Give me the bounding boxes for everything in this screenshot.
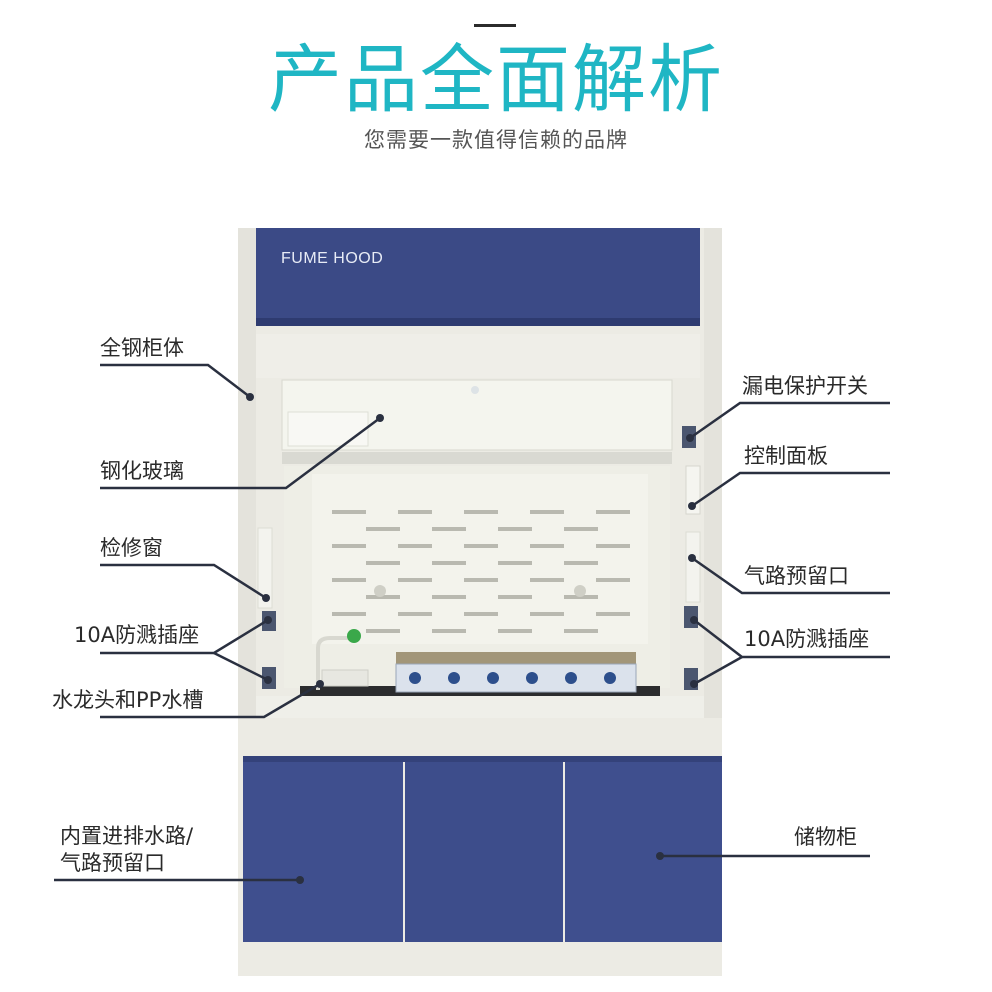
baffle-slot xyxy=(530,510,564,514)
plate-tops xyxy=(396,652,636,666)
label-steel-body: 全钢柜体 xyxy=(100,336,184,360)
header-decoration-bar xyxy=(474,24,516,27)
lower-band xyxy=(238,718,722,754)
service-window-panel xyxy=(257,527,273,609)
heating-plates xyxy=(395,652,637,693)
brand-panel-text: FUME HOOD xyxy=(281,250,383,267)
baffle-slot xyxy=(398,510,432,514)
cabinet-top-edge xyxy=(243,756,722,762)
brand-panel xyxy=(256,228,700,324)
baffle-slot xyxy=(432,629,466,633)
callout-glass xyxy=(100,416,381,490)
label-service-window: 检修窗 xyxy=(100,536,163,560)
baffle-slot xyxy=(596,544,630,548)
worktop-edge xyxy=(256,696,704,718)
baffle-slot xyxy=(464,510,498,514)
label-control-panel: 控制面板 xyxy=(744,444,828,468)
baffle-slot xyxy=(564,629,598,633)
ceiling-light-icon xyxy=(471,386,479,394)
callout-faucet xyxy=(100,682,321,719)
label-plumbing-line1: 内置进排水路/ xyxy=(60,824,194,848)
callout-socket-left-lower xyxy=(213,651,269,682)
cabinet-base xyxy=(238,942,722,976)
cabinet-door-right xyxy=(565,756,722,942)
plate-knob-icon xyxy=(448,672,460,684)
callout-control-panel xyxy=(691,471,890,508)
baffle-slot xyxy=(332,510,366,514)
baffle-panel xyxy=(312,474,648,644)
callout-lines xyxy=(54,363,890,882)
baffle-slot xyxy=(332,544,366,548)
glass-vent-grille xyxy=(287,411,369,447)
baffle-slot xyxy=(596,578,630,582)
label-socket-right: 10A防溅插座 xyxy=(744,627,870,651)
callout-leakage-switch xyxy=(689,401,890,440)
brand-panel-shadow xyxy=(256,318,700,326)
pp-sink xyxy=(321,669,369,687)
cabinet-door-left xyxy=(243,756,403,942)
baffle-slot xyxy=(464,612,498,616)
cabinet-door-middle xyxy=(405,756,563,942)
baffle-slot xyxy=(366,527,400,531)
plate-controls xyxy=(395,663,637,693)
baffle-slot xyxy=(530,544,564,548)
plate-knob-icon xyxy=(565,672,577,684)
baffle-slot xyxy=(464,578,498,582)
plate-knob-icon xyxy=(409,672,421,684)
baffle-slot xyxy=(530,612,564,616)
faucet-valve-icon xyxy=(347,629,361,643)
label-storage-cabinet: 储物柜 xyxy=(794,825,857,849)
baffle-port-right-icon xyxy=(574,585,586,597)
baffle-slot xyxy=(498,561,532,565)
baffle-slot xyxy=(366,629,400,633)
label-leakage-switch: 漏电保护开关 xyxy=(742,374,868,398)
faucet-icon xyxy=(316,636,352,690)
baffle-slot xyxy=(564,527,598,531)
plate-knob-icon xyxy=(604,672,616,684)
baffle-slot xyxy=(530,578,564,582)
page-title: 产品全面解析 xyxy=(268,37,724,123)
baffle-slots xyxy=(332,510,630,633)
baffle-slot xyxy=(464,544,498,548)
callout-service-window xyxy=(100,563,267,600)
baffle-slot xyxy=(498,595,532,599)
baffle-slot xyxy=(596,510,630,514)
label-plumbing-line2: 气路预留口 xyxy=(60,851,165,875)
baffle-slot xyxy=(398,578,432,582)
page-subtitle: 您需要一款值得信赖的品牌 xyxy=(364,128,628,152)
baffle-slot xyxy=(432,595,466,599)
baffle-slot xyxy=(332,578,366,582)
label-tempered-glass: 钢化玻璃 xyxy=(100,459,184,483)
label-gas-port: 气路预留口 xyxy=(744,564,849,588)
baffle-slot xyxy=(398,544,432,548)
callout-dots xyxy=(246,393,698,884)
baffle-slot xyxy=(366,595,400,599)
baffle-slot xyxy=(498,629,532,633)
gas-port-panel xyxy=(685,531,701,603)
sash-frame-top xyxy=(256,334,700,378)
plate-knob-icon xyxy=(487,672,499,684)
baffle-slot xyxy=(564,595,598,599)
baffle-port-left-icon xyxy=(374,585,386,597)
callout-gas-port xyxy=(691,556,890,595)
baffle-slot xyxy=(332,612,366,616)
right-column xyxy=(704,228,722,748)
baffle-slot xyxy=(498,527,532,531)
label-socket-left: 10A防溅插座 xyxy=(74,623,200,647)
sash-handle-bar xyxy=(282,452,672,464)
baffle-slot xyxy=(564,561,598,565)
baffle-slot xyxy=(432,561,466,565)
label-faucet-sink: 水龙头和PP水槽 xyxy=(52,688,204,712)
baffle-slot xyxy=(398,612,432,616)
baffle-slot xyxy=(432,527,466,531)
baffle-slot xyxy=(366,561,400,565)
callout-steel-body xyxy=(100,363,251,398)
callout-socket-right-lower xyxy=(693,655,743,686)
baffle-slot xyxy=(596,612,630,616)
plate-knob-icon xyxy=(526,672,538,684)
